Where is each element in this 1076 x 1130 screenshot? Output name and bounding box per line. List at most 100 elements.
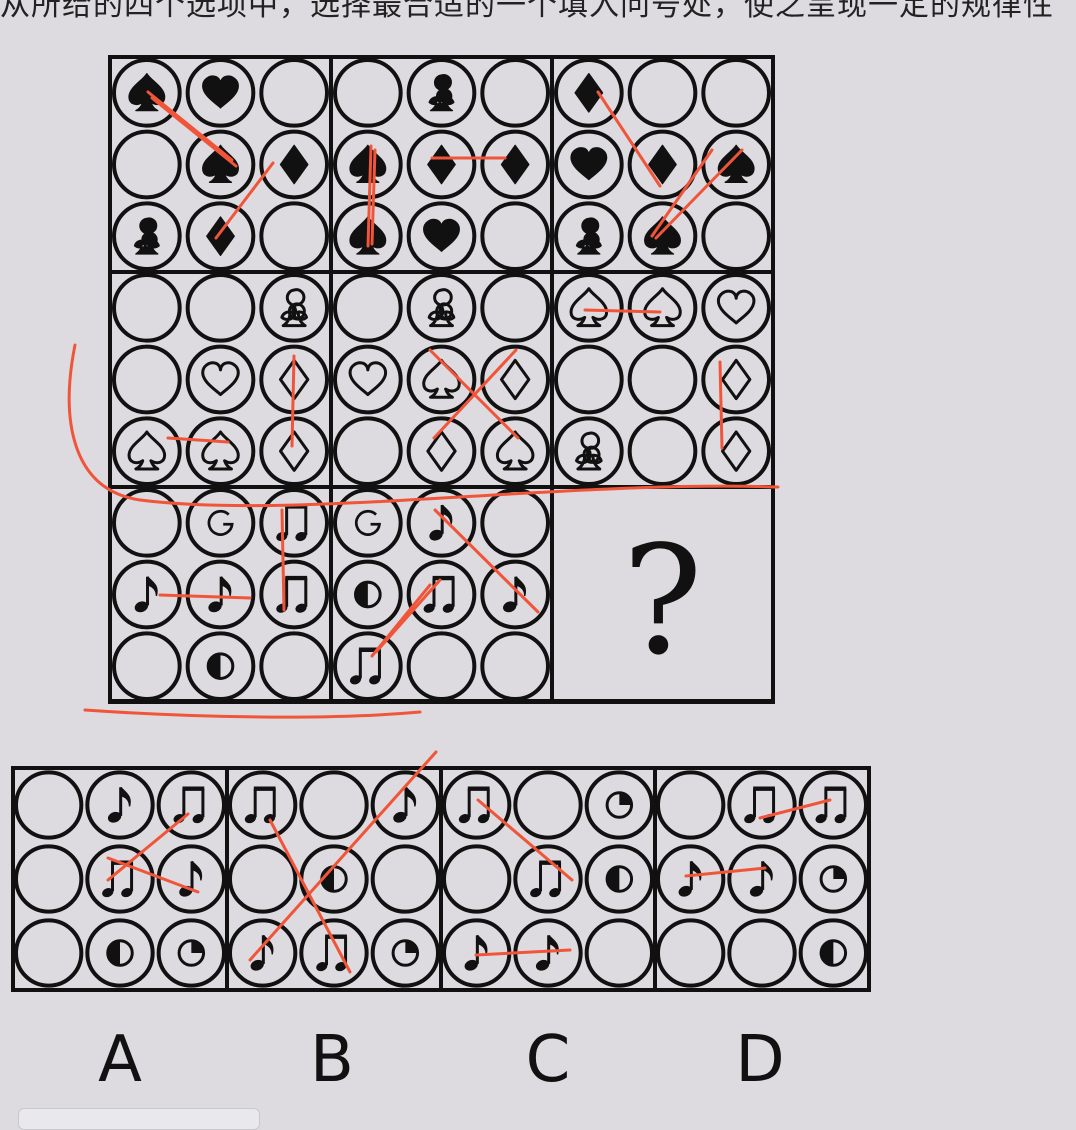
cell-circle [333,129,403,200]
cell-circle [798,918,868,988]
annotation-stroke [650,148,714,238]
annotation-stroke [106,856,200,894]
cell-circle [299,770,369,840]
cell-circle [406,201,477,272]
cell-circle [185,58,256,128]
annotation-stroke [67,343,780,508]
grid-cell-0-2 [550,55,775,274]
beam-icon [276,575,308,613]
cell-circle [333,273,403,343]
half-icon [320,865,348,893]
cell-circle [480,631,551,702]
cell-circle [701,344,772,415]
question-grid: ? [108,55,775,704]
annotation-stroke [248,750,438,962]
cell-circle [627,273,698,343]
spade-icon [569,287,609,328]
quarter-icon [177,939,206,967]
question-text: 从所给的四个选项中，选择最合适的一个填入问号处，使之呈现一定的规律性 [0,0,1054,23]
option-label-d[interactable]: D [735,1023,785,1097]
cell-circle [259,129,329,200]
cell-circle [798,844,868,914]
annotation-stroke [684,866,767,878]
heart-icon [423,218,460,252]
diamond-icon [648,144,677,185]
annotation-stroke [433,508,540,614]
annotation-stroke [214,161,275,240]
diamond-icon [278,430,310,472]
heart-icon [570,147,608,181]
cell-circle [112,631,182,702]
heart-icon [201,361,240,397]
cell-circle [185,487,256,558]
cell-circle [406,344,477,415]
cell-circle [333,631,403,702]
cell-circle [227,770,298,840]
beam-icon [102,860,134,898]
diamond-icon [206,216,235,257]
option-label-c[interactable]: C [525,1023,571,1097]
cell-circle [656,770,726,840]
cell-circle [112,344,182,415]
beam-icon [458,786,490,824]
cell-circle [406,58,477,128]
cell-circle [584,918,654,988]
cell-circle [727,918,797,988]
club-icon [427,288,456,328]
cell-circle [185,344,256,415]
cell-circle [85,770,155,840]
annotation-stroke [474,948,572,957]
cell-circle [333,559,403,630]
cell-circle [480,129,551,200]
cell-circle [406,416,477,486]
cell-circle [370,844,441,914]
cell-circle [85,844,155,914]
cell-circle [554,273,624,343]
quarter-icon [391,939,420,967]
annotation-stroke [370,148,377,246]
note-icon [250,934,274,971]
cell-circle [112,201,182,272]
cell-circle [156,844,226,914]
option-label-a[interactable]: A [98,1023,142,1097]
spade-icon [127,430,167,471]
cell-circle [627,416,698,486]
cell-circle [406,487,477,558]
club-icon [428,74,455,112]
cell-circle [480,416,551,486]
cell-circle [227,844,298,914]
cell-circle [14,844,84,914]
quarter-icon [819,865,848,893]
option-a [11,766,229,992]
annotation-stroke [106,812,190,882]
club-icon [575,431,603,471]
cell-circle [656,844,726,914]
spade-icon [201,430,240,471]
spade-icon [422,358,461,399]
annotation-stroke [166,436,230,444]
bottom-tab [18,1108,260,1130]
grid-cell-2-1 [329,485,554,704]
note-icon [749,860,773,897]
cell-circle [406,129,477,200]
spade-icon [202,144,239,183]
cell-circle [727,844,797,914]
cell-circle [554,201,624,272]
cell-circle [480,344,551,415]
annotation-stroke [432,348,518,440]
cell-circle [442,770,512,840]
beam-icon [530,860,562,898]
cell-circle [333,487,403,558]
diamond-icon [500,144,530,185]
cell-circle [554,416,624,486]
note-icon [678,860,702,897]
annotation-stroke [654,148,744,240]
annotation-stroke [366,144,373,248]
beam-icon [815,786,847,824]
cell-circle [480,201,551,272]
cell-circle [406,559,477,630]
option-label-b[interactable]: B [310,1023,354,1097]
beam-icon [244,786,276,824]
spade-icon [717,144,755,183]
